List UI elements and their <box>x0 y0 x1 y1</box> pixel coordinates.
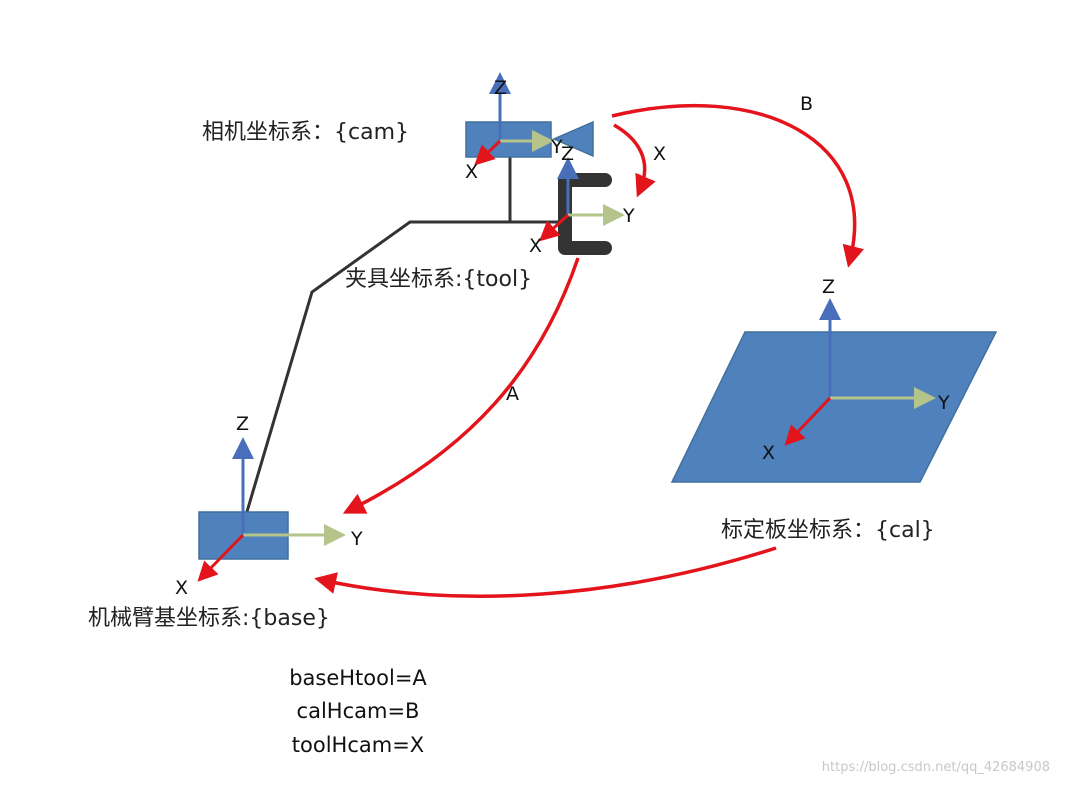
cam-z-label: Z <box>494 77 507 99</box>
robot-arm-link <box>244 220 560 516</box>
transform-arrow-x <box>613 123 656 198</box>
base-x-axis <box>197 533 245 582</box>
transform-a-label: A <box>506 383 519 405</box>
base-frame-label: 机械臂基坐标系:{base} <box>88 606 330 631</box>
cal-x-axis <box>784 396 832 446</box>
base-x-label: X <box>175 577 188 599</box>
gripper-icon <box>558 173 612 255</box>
tool-z-label: Z <box>561 143 574 165</box>
cal-z-label: Z <box>822 276 835 298</box>
transform-arrow-a <box>342 257 580 514</box>
cam-x-axis <box>474 139 502 166</box>
cam-x-label: X <box>465 161 478 183</box>
tool-frame-axes <box>539 157 625 242</box>
cal-frame-axes <box>784 298 936 446</box>
equation-tool-h-cam: toolHcam=X <box>292 733 424 757</box>
transform-arrow-cal-to-base <box>314 546 777 599</box>
equation-cal-h-cam: calHcam=B <box>297 699 420 723</box>
transform-b-label: B <box>800 93 813 115</box>
tool-x-axis <box>539 213 570 242</box>
cal-y-label: Y <box>937 392 950 414</box>
cal-x-label: X <box>762 442 775 464</box>
tool-x-label: X <box>529 235 542 257</box>
tool-frame-label: 夹具坐标系:{tool} <box>345 267 532 292</box>
base-frame-axes <box>197 437 346 582</box>
cam-frame-axes <box>474 72 554 166</box>
transform-x-label: X <box>653 143 666 165</box>
cal-frame-label: 标定板坐标系：{cal} <box>721 518 935 543</box>
calibration-plate <box>670 331 998 483</box>
equation-base-h-tool: baseHtool=A <box>289 666 427 690</box>
cam-frame-label: 相机坐标系：{cam} <box>202 120 409 145</box>
base-z-label: Z <box>236 413 249 435</box>
watermark-text: https://blog.csdn.net/qq_42684908 <box>822 760 1050 775</box>
cam-y-label: Y <box>550 136 563 158</box>
tool-y-label: Y <box>622 205 635 227</box>
camera-lens-icon <box>552 120 594 158</box>
base-y-label: Y <box>350 528 363 550</box>
transform-arrow-b <box>611 103 865 268</box>
